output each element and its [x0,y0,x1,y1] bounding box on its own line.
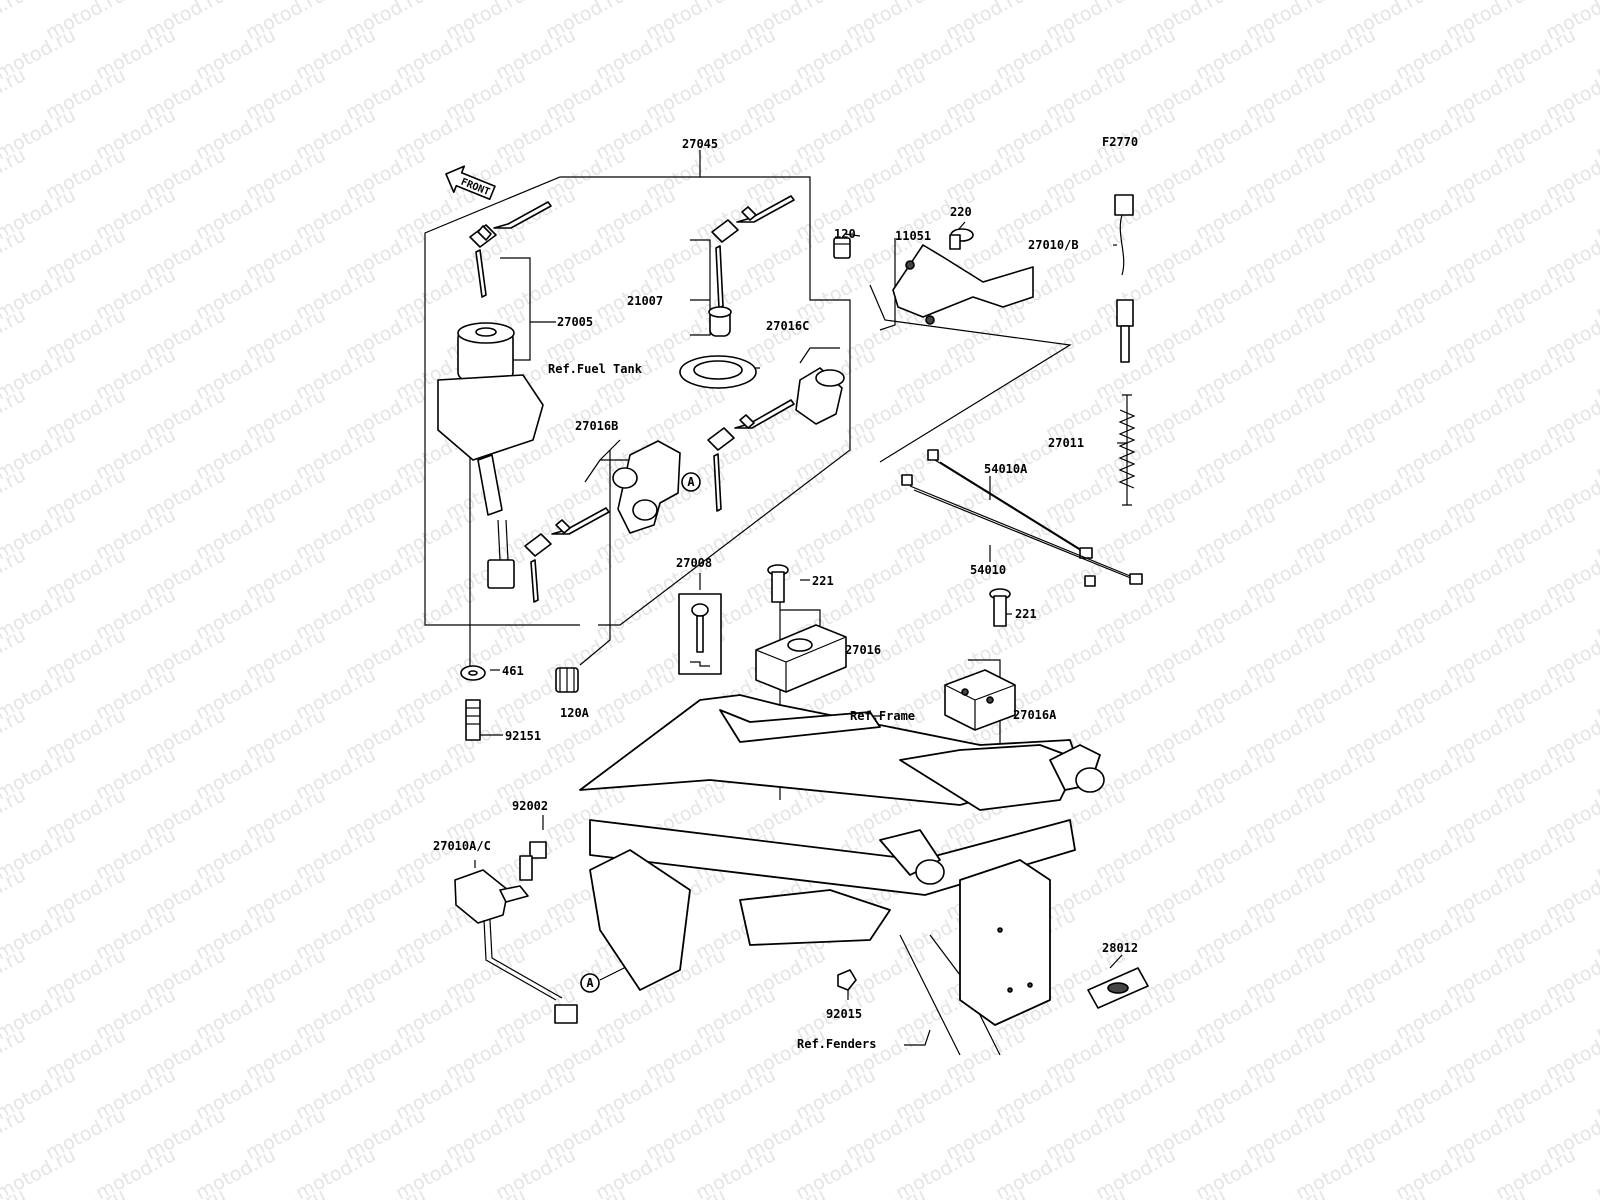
watermark-text: motod.ru [42,1184,129,1200]
screw-92151 [465,699,481,741]
label-21007: 21007 [627,294,663,308]
label-27016a: 27016A [1013,708,1057,722]
watermark-text: motod.ru [0,784,29,844]
watermark-text: motod.ru [0,624,29,684]
watermark-text: motod.ru [0,384,29,444]
cable-54010 [901,474,1143,587]
label-221-center: 221 [812,574,834,588]
nut-92015 [837,969,857,991]
watermark-text: motod.ru [0,464,29,524]
bolt-120a [555,667,579,693]
label-220: 220 [950,205,972,219]
rear-fender [959,859,1051,1026]
bracket-27016a [944,669,1016,731]
label-27016b: 27016B [575,419,618,433]
label-54010a: 54010A [984,462,1028,476]
label-27005: 27005 [557,315,593,329]
bolt-120 [833,237,851,259]
key-set-top-left [469,201,552,298]
switch-27010ac [454,869,578,1024]
washer-461 [460,665,486,681]
bolt-220 [949,228,974,250]
callout-a-upper: A [681,472,701,492]
label-54010: 54010 [970,563,1006,577]
frame [579,694,1105,1056]
watermark-text: motod.ru [0,544,29,604]
cable-54010a [927,449,1093,559]
watermark-text: motod.ru [0,64,29,124]
watermark-text: motod.ru [0,1024,29,1084]
label-28012: 28012 [1102,941,1138,955]
watermark-text: motod.ru [1542,1184,1600,1200]
figure-code: F2770 [1102,135,1138,149]
svg-text:A: A [586,976,594,990]
svg-text:A: A [687,475,695,489]
label-27010ac: 27010A/C [433,839,491,853]
key-set-mid-right [707,399,795,512]
watermark-text: motod.ru [1242,1184,1329,1200]
watermark-text: motod.ru [0,224,29,284]
label-120a: 120A [560,706,590,720]
bracket-11051 [892,244,1034,325]
label-461: 461 [502,664,524,678]
watermark-text: motod.ru [0,864,29,924]
screw-221-center [767,564,789,603]
label-ref-fuel-tank: Ref.Fuel Tank [548,362,643,376]
watermark-text: motod.ru [0,704,29,764]
label-27045: 27045 [682,137,718,151]
watermark-text: motod.ru [142,1184,229,1200]
lock-cylinder [795,367,845,425]
watermark-text: motod.ru [0,144,29,204]
key-card-27008 [678,593,722,675]
watermark-text: motod.ru [0,944,29,1004]
watermark-text: motod.ru [1442,1184,1529,1200]
watermark-text: motod.ru [0,0,29,44]
watermark-text: motod.ru [642,1184,729,1200]
watermark-text: motod.ru [0,1104,29,1164]
label-92151: 92151 [505,729,541,743]
bolt-92002 [519,841,547,881]
reflector-28012 [1087,967,1149,1009]
watermark-text: motod.ru [542,1184,629,1200]
watermark-text: motod.ru [942,1184,1029,1200]
watermark-text: motod.ru [242,1184,329,1200]
label-ref-fenders: Ref.Fenders [797,1037,876,1051]
watermark-text: motod.ru [842,1184,929,1200]
spring-27011 [1118,394,1136,506]
watermark-text: motod.ru [1142,1184,1229,1200]
part-labels: F2770 27045 27005 21007 27016C Ref.Fuel … [433,135,1138,1051]
watermark-text: motod.ru [342,1184,429,1200]
label-27016: 27016 [845,643,881,657]
label-ref-frame: Ref.Frame [850,709,915,723]
label-120: 120 [834,227,856,241]
label-92002: 92002 [512,799,548,813]
callout-a-lower: A [580,973,600,993]
helmet-lock [612,440,681,534]
label-27016c: 27016C [766,319,809,333]
key-set-lower-left [524,507,610,603]
label-27010b: 27010/B [1028,238,1079,252]
fuel-cap [679,306,757,389]
group-outlines [424,176,1072,626]
watermark-text: motod.ru [1592,1144,1600,1200]
watermark-text: motod.ru [1342,1184,1429,1200]
label-221-right: 221 [1015,607,1037,621]
label-11051: 11051 [895,229,931,243]
watermark-text: motod.ru [742,1184,829,1200]
label-27008: 27008 [676,556,712,570]
bracket-27016 [755,624,847,693]
screw-221-right [989,588,1011,627]
ignition-switch [437,322,544,589]
watermark-text: motod.ru [1042,1184,1129,1200]
label-92015: 92015 [826,1007,862,1021]
watermark-text: motod.ru [442,1184,529,1200]
switch-27010b [1114,194,1134,363]
label-27011: 27011 [1048,436,1084,450]
watermark-text: motod.ru [0,304,29,364]
